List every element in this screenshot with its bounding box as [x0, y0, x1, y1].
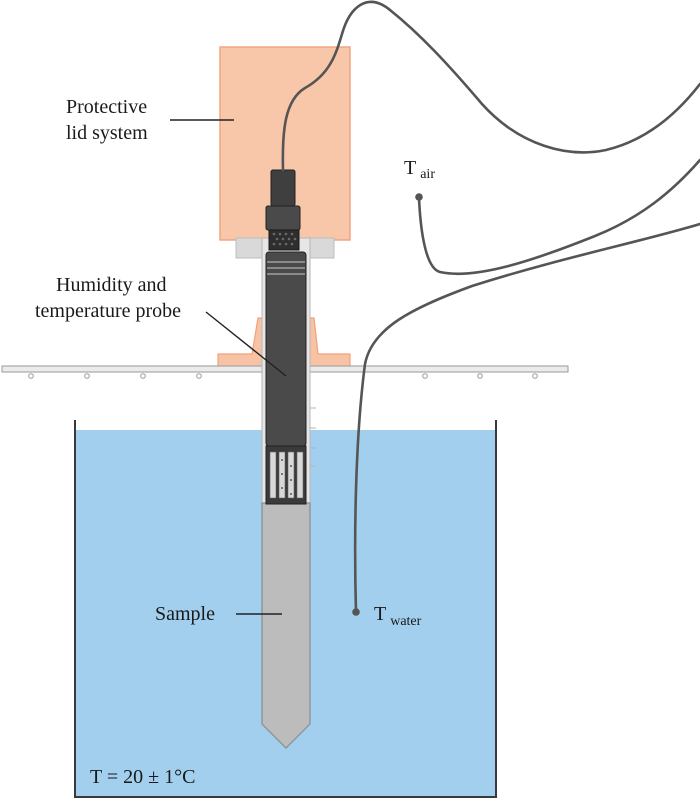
t-air-label-main: T: [404, 157, 416, 179]
support-plate-rivets: [28, 373, 538, 379]
probe-label-line1: Humidity and: [56, 274, 167, 296]
probe-label-line2: temperature probe: [35, 300, 181, 322]
t-water-sensor-dot: [352, 608, 360, 616]
probe-sensor-slots: [269, 451, 304, 499]
t-water-label: T water: [374, 603, 422, 629]
sleeve-ticks: [310, 407, 316, 467]
water-bath-container: [74, 420, 497, 798]
sample-label: Sample: [155, 603, 215, 625]
bath-temperature-label: T = 20 ± 1°C: [90, 766, 195, 788]
t-air-label: T air: [404, 157, 435, 182]
probe-connector-nut: [265, 205, 301, 231]
probe-knurled-grip: [268, 229, 300, 251]
t-air-label-sub: air: [420, 167, 435, 182]
probe-bands: [267, 261, 305, 275]
sample-tube: [261, 502, 311, 749]
t-water-label-sub: water: [390, 614, 421, 629]
lid-label-line1: Protective: [66, 96, 147, 118]
lid-label-line2: lid system: [66, 122, 148, 144]
probe-leader-line: [205, 311, 287, 377]
probe-connector: [270, 169, 296, 207]
probe-body: [265, 251, 307, 447]
probe-sensor-dots: [281, 459, 292, 495]
t-water-cable: [353, 222, 700, 614]
probe-cable: [281, 0, 700, 172]
t-water-label-main: T: [374, 603, 386, 625]
t-air-sensor-dot: [415, 193, 423, 201]
t-air-cable: [417, 158, 700, 276]
